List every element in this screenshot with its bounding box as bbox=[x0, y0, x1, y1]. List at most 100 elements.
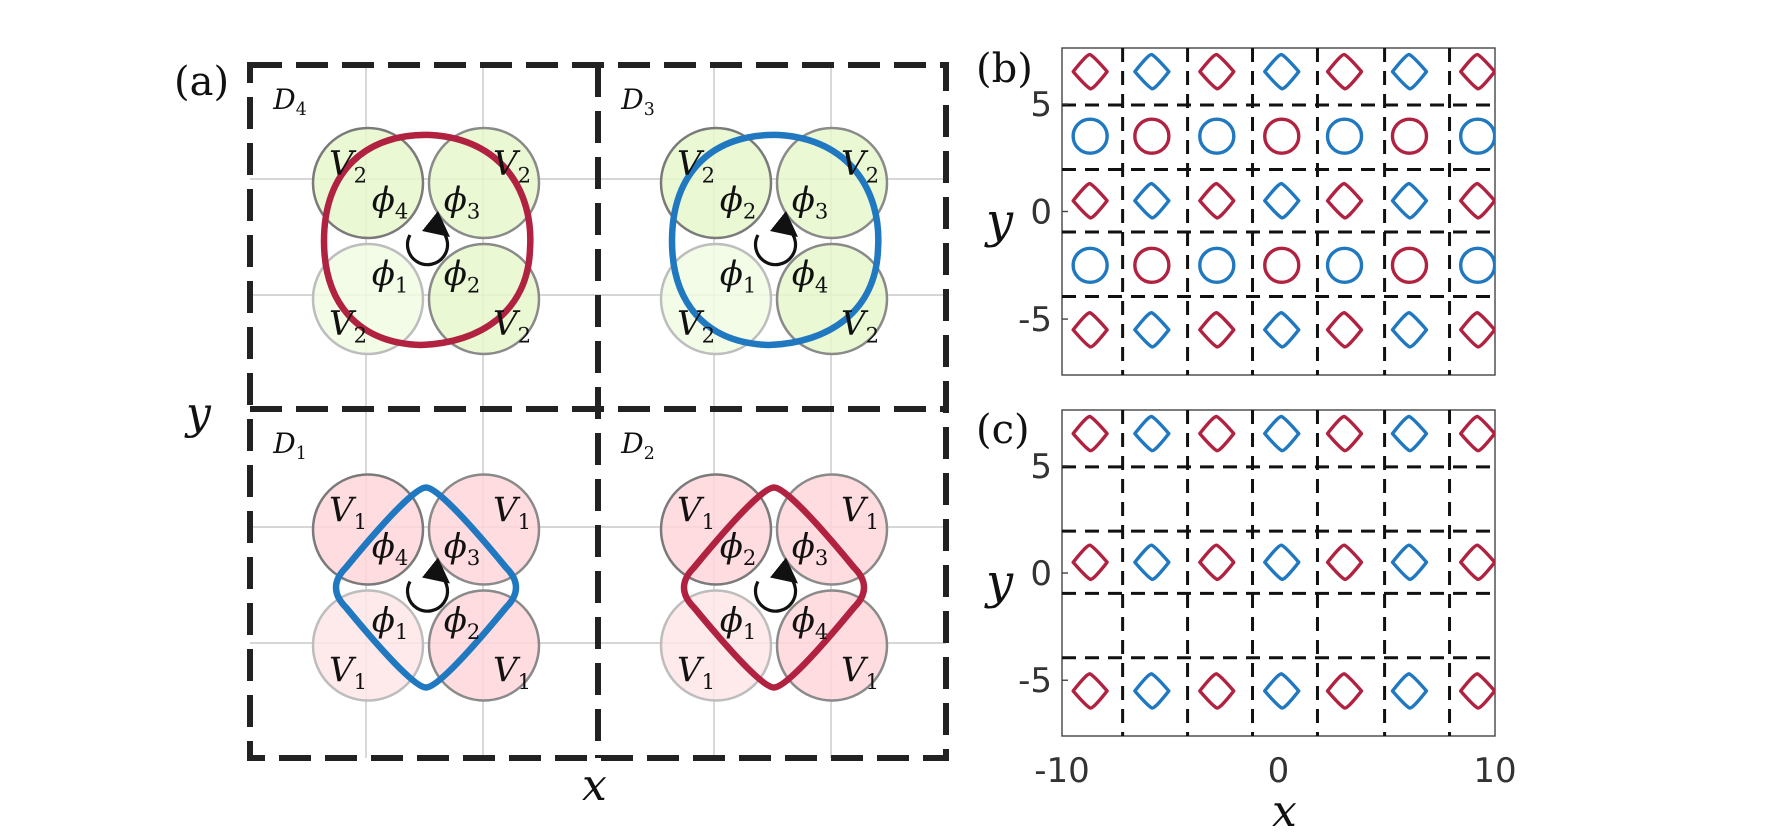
potential-well-circle bbox=[659, 473, 773, 586]
potential-label: V1 bbox=[329, 491, 367, 534]
plot-box bbox=[1061, 47, 1496, 376]
vortex-marker-diamond-blue bbox=[1133, 414, 1171, 453]
phase-label: ϕ2 bbox=[720, 527, 757, 570]
panel-a-dashed-frame bbox=[247, 62, 949, 761]
y-tick-label: -5 bbox=[1018, 300, 1052, 340]
panel-b: (b) y 50-5 bbox=[976, 46, 1496, 376]
y-tick-label: -5 bbox=[1018, 661, 1052, 701]
panel-b-label: (b) bbox=[976, 46, 1033, 92]
potential-well-circle bbox=[427, 242, 541, 356]
vortex-marker-diamond-blue bbox=[1133, 672, 1171, 710]
potential-well-circle bbox=[427, 126, 541, 240]
panel-b-plot: 50-5 bbox=[1018, 47, 1496, 376]
vortex-marker-diamond-red bbox=[1071, 181, 1109, 220]
phase-label: ϕ4 bbox=[792, 254, 829, 297]
vortex-marker-diamond-red bbox=[1325, 414, 1364, 453]
vortex-loop-red bbox=[320, 131, 534, 349]
domain-label: D2 bbox=[620, 427, 655, 464]
vortex-marker-diamond-blue bbox=[1263, 52, 1301, 91]
vortex-marker-circle-red bbox=[1390, 117, 1429, 155]
panel-c-y-axis-label: y bbox=[984, 554, 1014, 610]
phase-label: ϕ4 bbox=[372, 180, 409, 223]
domain-label: D4 bbox=[272, 83, 307, 120]
phase-label: ϕ1 bbox=[372, 254, 409, 297]
potential-well-circle bbox=[775, 126, 889, 240]
potential-well-circle bbox=[659, 242, 773, 356]
vortex-marker-diamond-red bbox=[1198, 543, 1236, 582]
phase-label: ϕ4 bbox=[372, 527, 409, 570]
phase-label: ϕ2 bbox=[720, 180, 757, 223]
potential-well-circle bbox=[775, 473, 889, 586]
vortex-marker-diamond-red bbox=[1325, 543, 1364, 582]
potential-label: V1 bbox=[493, 651, 531, 694]
potential-well-circle bbox=[311, 126, 425, 240]
plot-box bbox=[1061, 409, 1496, 737]
vortex-marker-diamond-red bbox=[1458, 181, 1495, 220]
potential-well-circle bbox=[311, 473, 425, 586]
potential-label: V1 bbox=[329, 651, 367, 694]
vortex-marker-circle-blue bbox=[1325, 117, 1364, 155]
x-tick-label: 10 bbox=[1473, 751, 1516, 791]
phase-label: ϕ1 bbox=[372, 601, 409, 644]
vortex-marker-diamond-red bbox=[1198, 672, 1236, 710]
vortex-marker-diamond-red bbox=[1458, 414, 1495, 453]
vortex-marker-diamond-red bbox=[1198, 52, 1236, 91]
vortex-marker-diamond-red bbox=[1458, 52, 1495, 91]
phase-label: ϕ3 bbox=[444, 180, 481, 223]
phase-label: ϕ4 bbox=[792, 601, 829, 644]
potential-well-circle bbox=[775, 242, 889, 356]
potential-well-circle bbox=[775, 589, 889, 702]
vortex-marker-circle-red bbox=[1263, 246, 1301, 284]
vortex-marker-circle-blue bbox=[1325, 246, 1364, 284]
vortex-marker-diamond-blue bbox=[1133, 543, 1171, 582]
potential-well-circle bbox=[311, 589, 425, 702]
potential-label: V1 bbox=[841, 491, 879, 534]
y-tick-label: 0 bbox=[1030, 193, 1052, 233]
panel-a-label: (a) bbox=[174, 59, 229, 105]
vortex-marker-diamond-red bbox=[1198, 414, 1236, 453]
vortex-marker-circle-blue bbox=[1198, 117, 1236, 155]
potential-label: V2 bbox=[677, 144, 715, 187]
vortex-marker-diamond-blue bbox=[1390, 52, 1429, 91]
vortex-marker-diamond-blue bbox=[1263, 543, 1301, 582]
potential-label: V2 bbox=[329, 144, 367, 187]
potential-well-circle bbox=[427, 589, 541, 702]
vortex-marker-diamond-blue bbox=[1133, 310, 1171, 349]
potential-label: V2 bbox=[493, 304, 531, 347]
potential-well-circle bbox=[659, 126, 773, 240]
potential-label: V2 bbox=[841, 304, 879, 347]
vortex-marker-diamond-red bbox=[1198, 181, 1236, 220]
vortex-marker-circle-red bbox=[1263, 117, 1301, 155]
vortex-marker-circle-red bbox=[1390, 246, 1429, 284]
potential-label: V1 bbox=[841, 651, 879, 694]
vortex-marker-diamond-red bbox=[1071, 543, 1109, 582]
potential-label: V2 bbox=[329, 304, 367, 347]
phase-label: ϕ2 bbox=[444, 254, 481, 297]
vortex-marker-diamond-blue bbox=[1263, 672, 1301, 710]
potential-label: V2 bbox=[493, 144, 531, 187]
potential-label: V1 bbox=[677, 491, 715, 534]
x-tick-label: 0 bbox=[1268, 751, 1290, 791]
vortex-marker-circle-blue bbox=[1198, 246, 1236, 284]
vortex-marker-diamond-blue bbox=[1133, 181, 1171, 220]
vortex-marker-diamond-blue bbox=[1263, 181, 1301, 220]
vortex-marker-diamond-blue bbox=[1263, 414, 1301, 453]
panel-a-x-axis-label: x bbox=[582, 760, 607, 811]
phase-label: ϕ1 bbox=[720, 601, 757, 644]
potential-label: V2 bbox=[677, 304, 715, 347]
rotation-arrow-icon bbox=[405, 557, 450, 613]
vortex-marker-diamond-red bbox=[1071, 310, 1109, 349]
phase-label: ϕ3 bbox=[792, 180, 829, 223]
y-tick-label: 0 bbox=[1030, 554, 1052, 594]
vortex-marker-circle-red bbox=[1133, 117, 1171, 155]
panel-c-label: (c) bbox=[976, 407, 1030, 453]
vortex-marker-circle-red bbox=[1133, 246, 1171, 284]
vortex-marker-circle-blue bbox=[1071, 117, 1109, 155]
